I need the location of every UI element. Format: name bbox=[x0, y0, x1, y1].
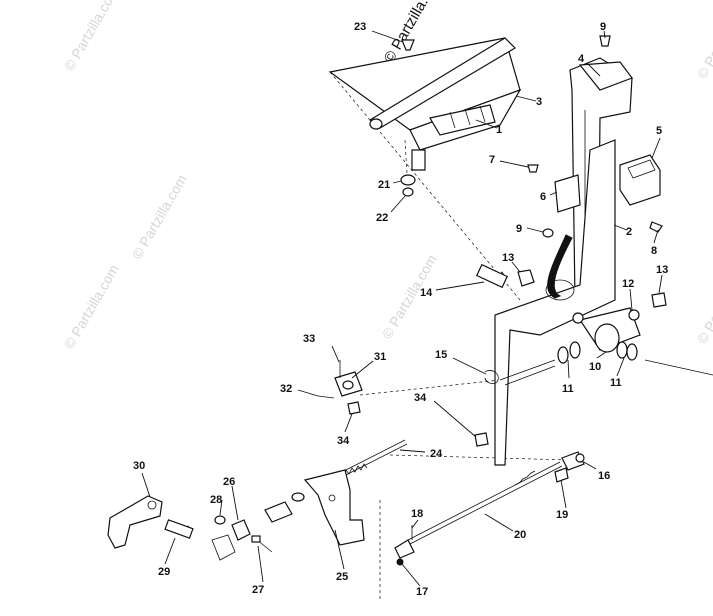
part-32-pin bbox=[317, 395, 335, 399]
callout-19: 19 bbox=[556, 509, 568, 521]
part-21-nut bbox=[400, 174, 416, 186]
part-17-ball-joint bbox=[394, 539, 415, 566]
part-7-screw bbox=[527, 164, 539, 173]
callout-30: 30 bbox=[133, 460, 145, 472]
linkage-clip bbox=[211, 534, 236, 561]
callouts: 23 3 1 9 4 5 7 6 2 8 9 21 22 13 13 14 12… bbox=[133, 21, 668, 598]
part-14-spring bbox=[475, 263, 509, 289]
callout-25: 25 bbox=[336, 571, 348, 583]
watermark: © Partzilla.com bbox=[694, 0, 713, 82]
part-19-nut bbox=[554, 467, 569, 483]
part-22-washer bbox=[402, 187, 414, 197]
watermark: © Partzilla.com bbox=[694, 257, 713, 347]
callout-16: 16 bbox=[598, 470, 610, 482]
callout-9-top: 9 bbox=[600, 21, 606, 33]
part-9-nut bbox=[542, 228, 554, 238]
callout-34-right: 34 bbox=[414, 392, 427, 404]
cable-loop bbox=[545, 234, 575, 301]
part-2-pedal-arm bbox=[494, 139, 616, 466]
callout-22: 22 bbox=[376, 212, 388, 224]
part-27-bolt bbox=[251, 535, 273, 553]
callout-6: 6 bbox=[540, 191, 546, 203]
part-25-plate bbox=[303, 469, 365, 546]
part-1-plate bbox=[429, 104, 496, 136]
leader-lines bbox=[141, 30, 663, 587]
callout-10: 10 bbox=[589, 361, 601, 373]
callout-12: 12 bbox=[622, 278, 634, 290]
callout-3: 3 bbox=[536, 96, 542, 108]
callout-5: 5 bbox=[656, 125, 662, 137]
callout-7: 7 bbox=[489, 154, 495, 166]
part-16-rod-end bbox=[561, 451, 585, 471]
watermark: © Partzilla.com bbox=[61, 262, 122, 352]
part-31-pivot-bracket bbox=[334, 371, 363, 397]
callout-29: 29 bbox=[158, 566, 170, 578]
part-28-nut bbox=[214, 515, 226, 525]
callout-4: 4 bbox=[578, 53, 585, 65]
callout-23: 23 bbox=[354, 21, 366, 33]
part-34-nut-left bbox=[347, 401, 361, 415]
part-20-rod bbox=[407, 461, 563, 545]
callout-34-left: 34 bbox=[337, 435, 350, 447]
callout-27: 27 bbox=[252, 584, 264, 596]
watermark: © Partzilla.com bbox=[61, 0, 122, 74]
part-29-spring bbox=[164, 519, 194, 539]
callout-21: 21 bbox=[378, 179, 390, 191]
part-12-bushing bbox=[572, 309, 640, 324]
callout-18: 18 bbox=[411, 508, 423, 520]
part-23-screw bbox=[401, 39, 415, 51]
callout-26: 26 bbox=[223, 476, 235, 488]
callout-1: 1 bbox=[496, 124, 502, 136]
callout-28: 28 bbox=[210, 494, 222, 506]
part-34-nut-right bbox=[474, 432, 489, 447]
callout-24: 24 bbox=[430, 448, 443, 460]
callout-13-right: 13 bbox=[656, 264, 668, 276]
part-5-box bbox=[619, 154, 661, 206]
callout-9-mid: 9 bbox=[516, 223, 522, 235]
connector-fitting bbox=[264, 492, 305, 523]
callout-13-left: 13 bbox=[502, 252, 514, 264]
alignment-lines bbox=[329, 71, 571, 600]
part-10-shaft bbox=[579, 307, 641, 353]
part-6-bracket bbox=[554, 174, 581, 213]
callout-17: 17 bbox=[416, 586, 428, 598]
callout-20: 20 bbox=[514, 529, 526, 541]
callout-11-right: 11 bbox=[610, 377, 622, 389]
callout-32: 32 bbox=[280, 383, 292, 395]
part-11-washers bbox=[557, 341, 638, 364]
callout-14: 14 bbox=[420, 287, 433, 299]
part-30-bracket bbox=[107, 495, 163, 549]
callout-31: 31 bbox=[374, 351, 386, 363]
watermark: © Partzilla.com bbox=[129, 172, 190, 262]
part-26-block bbox=[231, 519, 251, 541]
callout-8: 8 bbox=[651, 245, 657, 257]
callout-11-left: 11 bbox=[562, 383, 574, 395]
pivot-rod bbox=[499, 359, 713, 386]
callout-33: 33 bbox=[303, 333, 315, 345]
part-8-screw bbox=[649, 221, 663, 233]
part-13-nut-right bbox=[651, 292, 667, 308]
part-9-bolt-top bbox=[599, 35, 611, 47]
part-13-nut-left bbox=[517, 269, 535, 287]
part-15-clip bbox=[484, 370, 499, 384]
callout-2: 2 bbox=[626, 226, 632, 238]
part-3-bracket bbox=[328, 37, 522, 171]
callout-15: 15 bbox=[435, 349, 447, 361]
